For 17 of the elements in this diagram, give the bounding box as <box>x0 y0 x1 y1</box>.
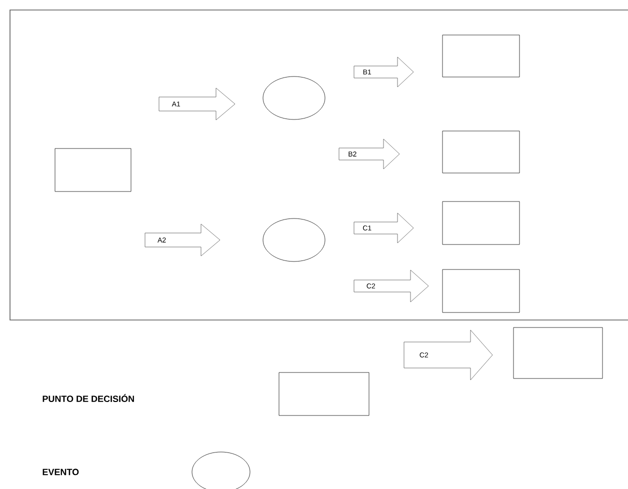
block-arrow <box>354 56 414 88</box>
event-circle <box>262 218 326 262</box>
legend-entry: EVENTO <box>42 452 250 489</box>
decision-box <box>442 34 520 78</box>
block-arrow <box>338 138 400 170</box>
block-arrow <box>144 224 220 256</box>
block-arrow <box>158 88 236 120</box>
block-arrow <box>404 330 493 380</box>
decision-box <box>513 327 603 379</box>
block-arrow <box>354 270 429 302</box>
decision-box <box>442 269 520 313</box>
decision-box <box>442 130 520 174</box>
decision-box <box>442 201 520 245</box>
block-arrow <box>354 212 414 244</box>
legend-entry: PUNTO DE DECISIÓN <box>42 372 370 416</box>
decision-box <box>54 148 132 192</box>
event-circle <box>262 76 326 120</box>
